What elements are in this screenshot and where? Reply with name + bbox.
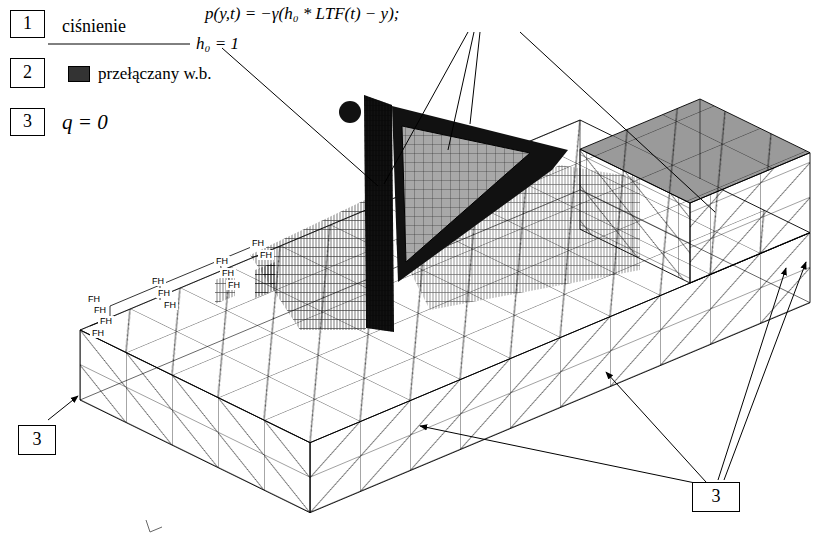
boundary-marker: FH <box>258 250 274 260</box>
annotation-text: q = 0 <box>62 110 108 134</box>
boundary-marker: FH <box>220 268 236 278</box>
callout-text: 3 <box>33 430 42 450</box>
boundary-marker: FH <box>250 238 266 248</box>
callout-number: 1 <box>10 10 45 38</box>
callout-text: 1 <box>23 14 32 34</box>
boundary-marker: FH <box>150 276 166 286</box>
boundary-marker: FH <box>162 300 178 310</box>
callout-text: 3 <box>712 487 721 507</box>
leader-lines <box>48 32 806 484</box>
callout-text: 3 <box>23 112 32 132</box>
boundary-marker: FH <box>90 328 106 338</box>
callout-number: 2 <box>10 58 45 88</box>
boundary-marker: FH <box>226 280 242 290</box>
annotation-text: ciśnienie <box>62 16 126 37</box>
boundary-marker: FH <box>92 305 108 315</box>
callout-number: 3 <box>692 482 740 512</box>
callout-number: 3 <box>18 425 56 455</box>
legend-swatch <box>68 66 90 82</box>
legend-text: przełączany w.b. <box>96 64 214 84</box>
boundary-marker: FH <box>98 316 114 326</box>
callout-number: 3 <box>10 108 45 136</box>
boundary-marker: FH <box>86 294 102 304</box>
annotation-text: h₀ = 1 <box>196 34 239 54</box>
boundary-marker: FH <box>214 256 230 266</box>
axis-symbol <box>146 520 162 532</box>
boundary-marker: FH <box>156 288 172 298</box>
annotation-text: p(y,t) = −γ(h₀ * LTF(t) − y); <box>205 4 399 24</box>
callout-text: 2 <box>23 63 32 83</box>
dam-body <box>339 95 568 332</box>
